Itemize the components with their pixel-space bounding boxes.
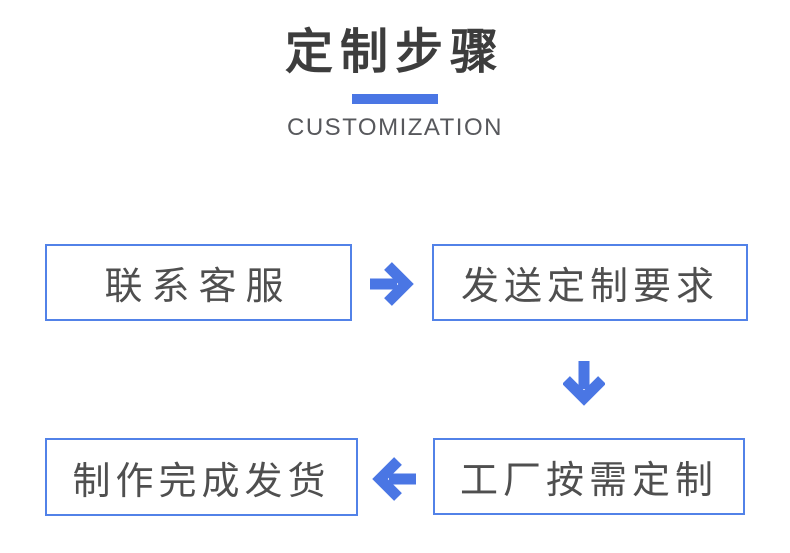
arrow-down-icon xyxy=(563,361,605,406)
page-title: 定制步骤 xyxy=(284,26,505,79)
arrow-right-icon xyxy=(370,262,414,306)
step-label-finish-and-ship: 制作完成发货 xyxy=(72,460,331,503)
title-divider xyxy=(352,94,438,104)
arrow-left-icon xyxy=(372,457,416,501)
step-box-contact-support: 联系客服 xyxy=(45,244,352,321)
step-box-factory-customize: 工厂按需定制 xyxy=(433,438,745,515)
step-label-factory-customize: 工厂按需定制 xyxy=(459,460,718,502)
step-label-contact-support: 联系客服 xyxy=(104,266,293,308)
page-subtitle: CUSTOMIZATION xyxy=(287,114,503,141)
step-box-finish-and-ship: 制作完成发货 xyxy=(45,438,358,516)
step-box-send-request: 发送定制要求 xyxy=(432,244,748,321)
step-label-send-request: 发送定制要求 xyxy=(460,266,719,308)
